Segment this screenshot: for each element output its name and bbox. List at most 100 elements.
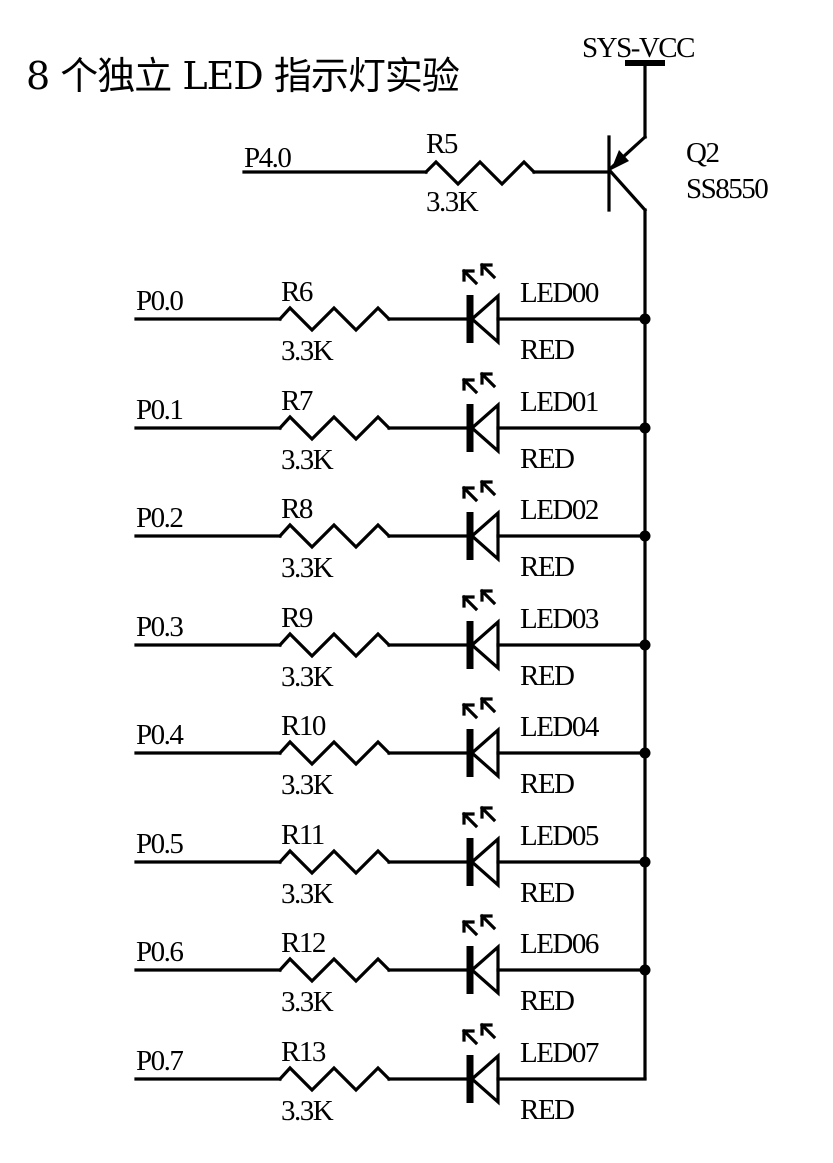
led-color: RED — [520, 334, 574, 366]
led-light-arrow-icon — [461, 919, 479, 937]
junction-dot — [639, 422, 651, 434]
led-light-arrow-icon — [479, 696, 497, 714]
led-light-arrowhead-icon — [480, 914, 493, 927]
channel-resistor-ref: R6 — [281, 276, 313, 308]
led-ref: LED01 — [520, 386, 598, 418]
channel-resistor-ref: R10 — [281, 710, 326, 742]
led-color: RED — [520, 443, 574, 475]
channel-resistor-value: 3.3K — [281, 769, 334, 801]
led-color: RED — [520, 768, 574, 800]
base-net-label: P4.0 — [244, 142, 291, 174]
channel-resistor — [277, 631, 392, 659]
led-light-arrowhead-icon — [462, 703, 475, 716]
channel-resistor — [277, 1065, 392, 1093]
led-light-arrowhead-icon — [480, 372, 493, 385]
led-light-arrow-icon — [479, 479, 497, 497]
led-light-arrow-icon — [479, 805, 497, 823]
led-light-arrowhead-icon — [480, 1023, 493, 1036]
channel-resistor-value: 3.3K — [281, 661, 334, 693]
led-light-arrow-icon — [479, 588, 497, 606]
transistor-ref: Q2 — [686, 137, 718, 169]
transistor-collector — [608, 169, 648, 213]
led-light-arrowhead-icon — [480, 589, 493, 602]
transistor-q2: Q2 SS8550 — [607, 134, 770, 213]
resistor-r5 — [423, 159, 537, 187]
channel-resistor-ref: R7 — [281, 385, 313, 417]
channel-resistor — [277, 414, 392, 442]
led-color: RED — [520, 660, 574, 692]
channel-resistor-ref: R9 — [281, 602, 313, 634]
led-triangle-icon — [469, 618, 500, 672]
channel-resistor-ref: R11 — [281, 819, 324, 851]
r5-ref: R5 — [426, 128, 458, 160]
transistor-emitter-arrow-icon — [611, 150, 629, 170]
led-ref: LED07 — [520, 1037, 599, 1069]
led-light-arrow-icon — [461, 811, 479, 829]
led-light-arrow-icon — [461, 1028, 479, 1046]
led-color: RED — [520, 985, 574, 1017]
channel-net-label: P0.1 — [136, 394, 182, 426]
junction-dot — [639, 530, 651, 542]
channel-resistor-value: 3.3K — [281, 878, 334, 910]
led-triangle-icon — [469, 835, 500, 889]
channel-resistor-ref: R13 — [281, 1036, 326, 1068]
channel-resistor — [277, 956, 392, 984]
channel-resistor — [277, 522, 392, 550]
channel-net-label: P0.2 — [136, 502, 182, 534]
led-ref: LED00 — [520, 277, 599, 309]
led-light-arrowhead-icon — [462, 378, 475, 391]
led-light-arrow-icon — [461, 594, 479, 612]
led-light-arrow-icon — [479, 262, 497, 280]
channel-resistor — [277, 739, 392, 767]
led-light-arrow-icon — [461, 702, 479, 720]
power-supply: SYS-VCC — [582, 32, 696, 139]
led-ref: LED02 — [520, 494, 598, 526]
led-ref: LED06 — [520, 928, 599, 960]
led-ref: LED04 — [520, 711, 600, 743]
channel-resistor — [277, 305, 392, 333]
power-label: SYS-VCC — [582, 32, 694, 64]
led-light-arrow-icon — [461, 485, 479, 503]
junction-dot — [639, 313, 651, 325]
led-triangle-icon — [469, 943, 500, 997]
led-color: RED — [520, 877, 574, 909]
led-ref: LED03 — [520, 603, 599, 635]
channel-resistor-value: 3.3K — [281, 335, 334, 367]
led-triangle-icon — [469, 509, 500, 563]
r5-value: 3.3K — [426, 186, 479, 218]
led-light-arrowhead-icon — [462, 812, 475, 825]
led-light-arrowhead-icon — [480, 480, 493, 493]
channel-resistor-ref: R12 — [281, 927, 325, 959]
junction-dot — [639, 856, 651, 868]
channel-resistor-value: 3.3K — [281, 444, 334, 476]
channel-resistor-ref: R8 — [281, 493, 313, 525]
led-light-arrow-icon — [479, 371, 497, 389]
junction-dot — [639, 964, 651, 976]
channel-net-label: P0.3 — [136, 611, 183, 643]
channel-net-label: P0.5 — [136, 828, 183, 860]
led-color: RED — [520, 551, 574, 583]
channel-resistor-value: 3.3K — [281, 1095, 334, 1127]
led-triangle-icon — [469, 401, 500, 455]
led-light-arrow-icon — [479, 913, 497, 931]
led-ref: LED05 — [520, 820, 599, 852]
led-light-arrowhead-icon — [462, 1029, 475, 1042]
base-drive: P4.0 R5 3.3K — [242, 128, 611, 218]
channel-net-label: P0.0 — [136, 285, 183, 317]
channel-net-label: P0.6 — [136, 936, 183, 968]
channel-resistor-value: 3.3K — [281, 552, 334, 584]
led-triangle-icon — [469, 726, 500, 780]
led-light-arrowhead-icon — [480, 806, 493, 819]
junction-dot — [639, 747, 651, 759]
led-light-arrowhead-icon — [462, 595, 475, 608]
